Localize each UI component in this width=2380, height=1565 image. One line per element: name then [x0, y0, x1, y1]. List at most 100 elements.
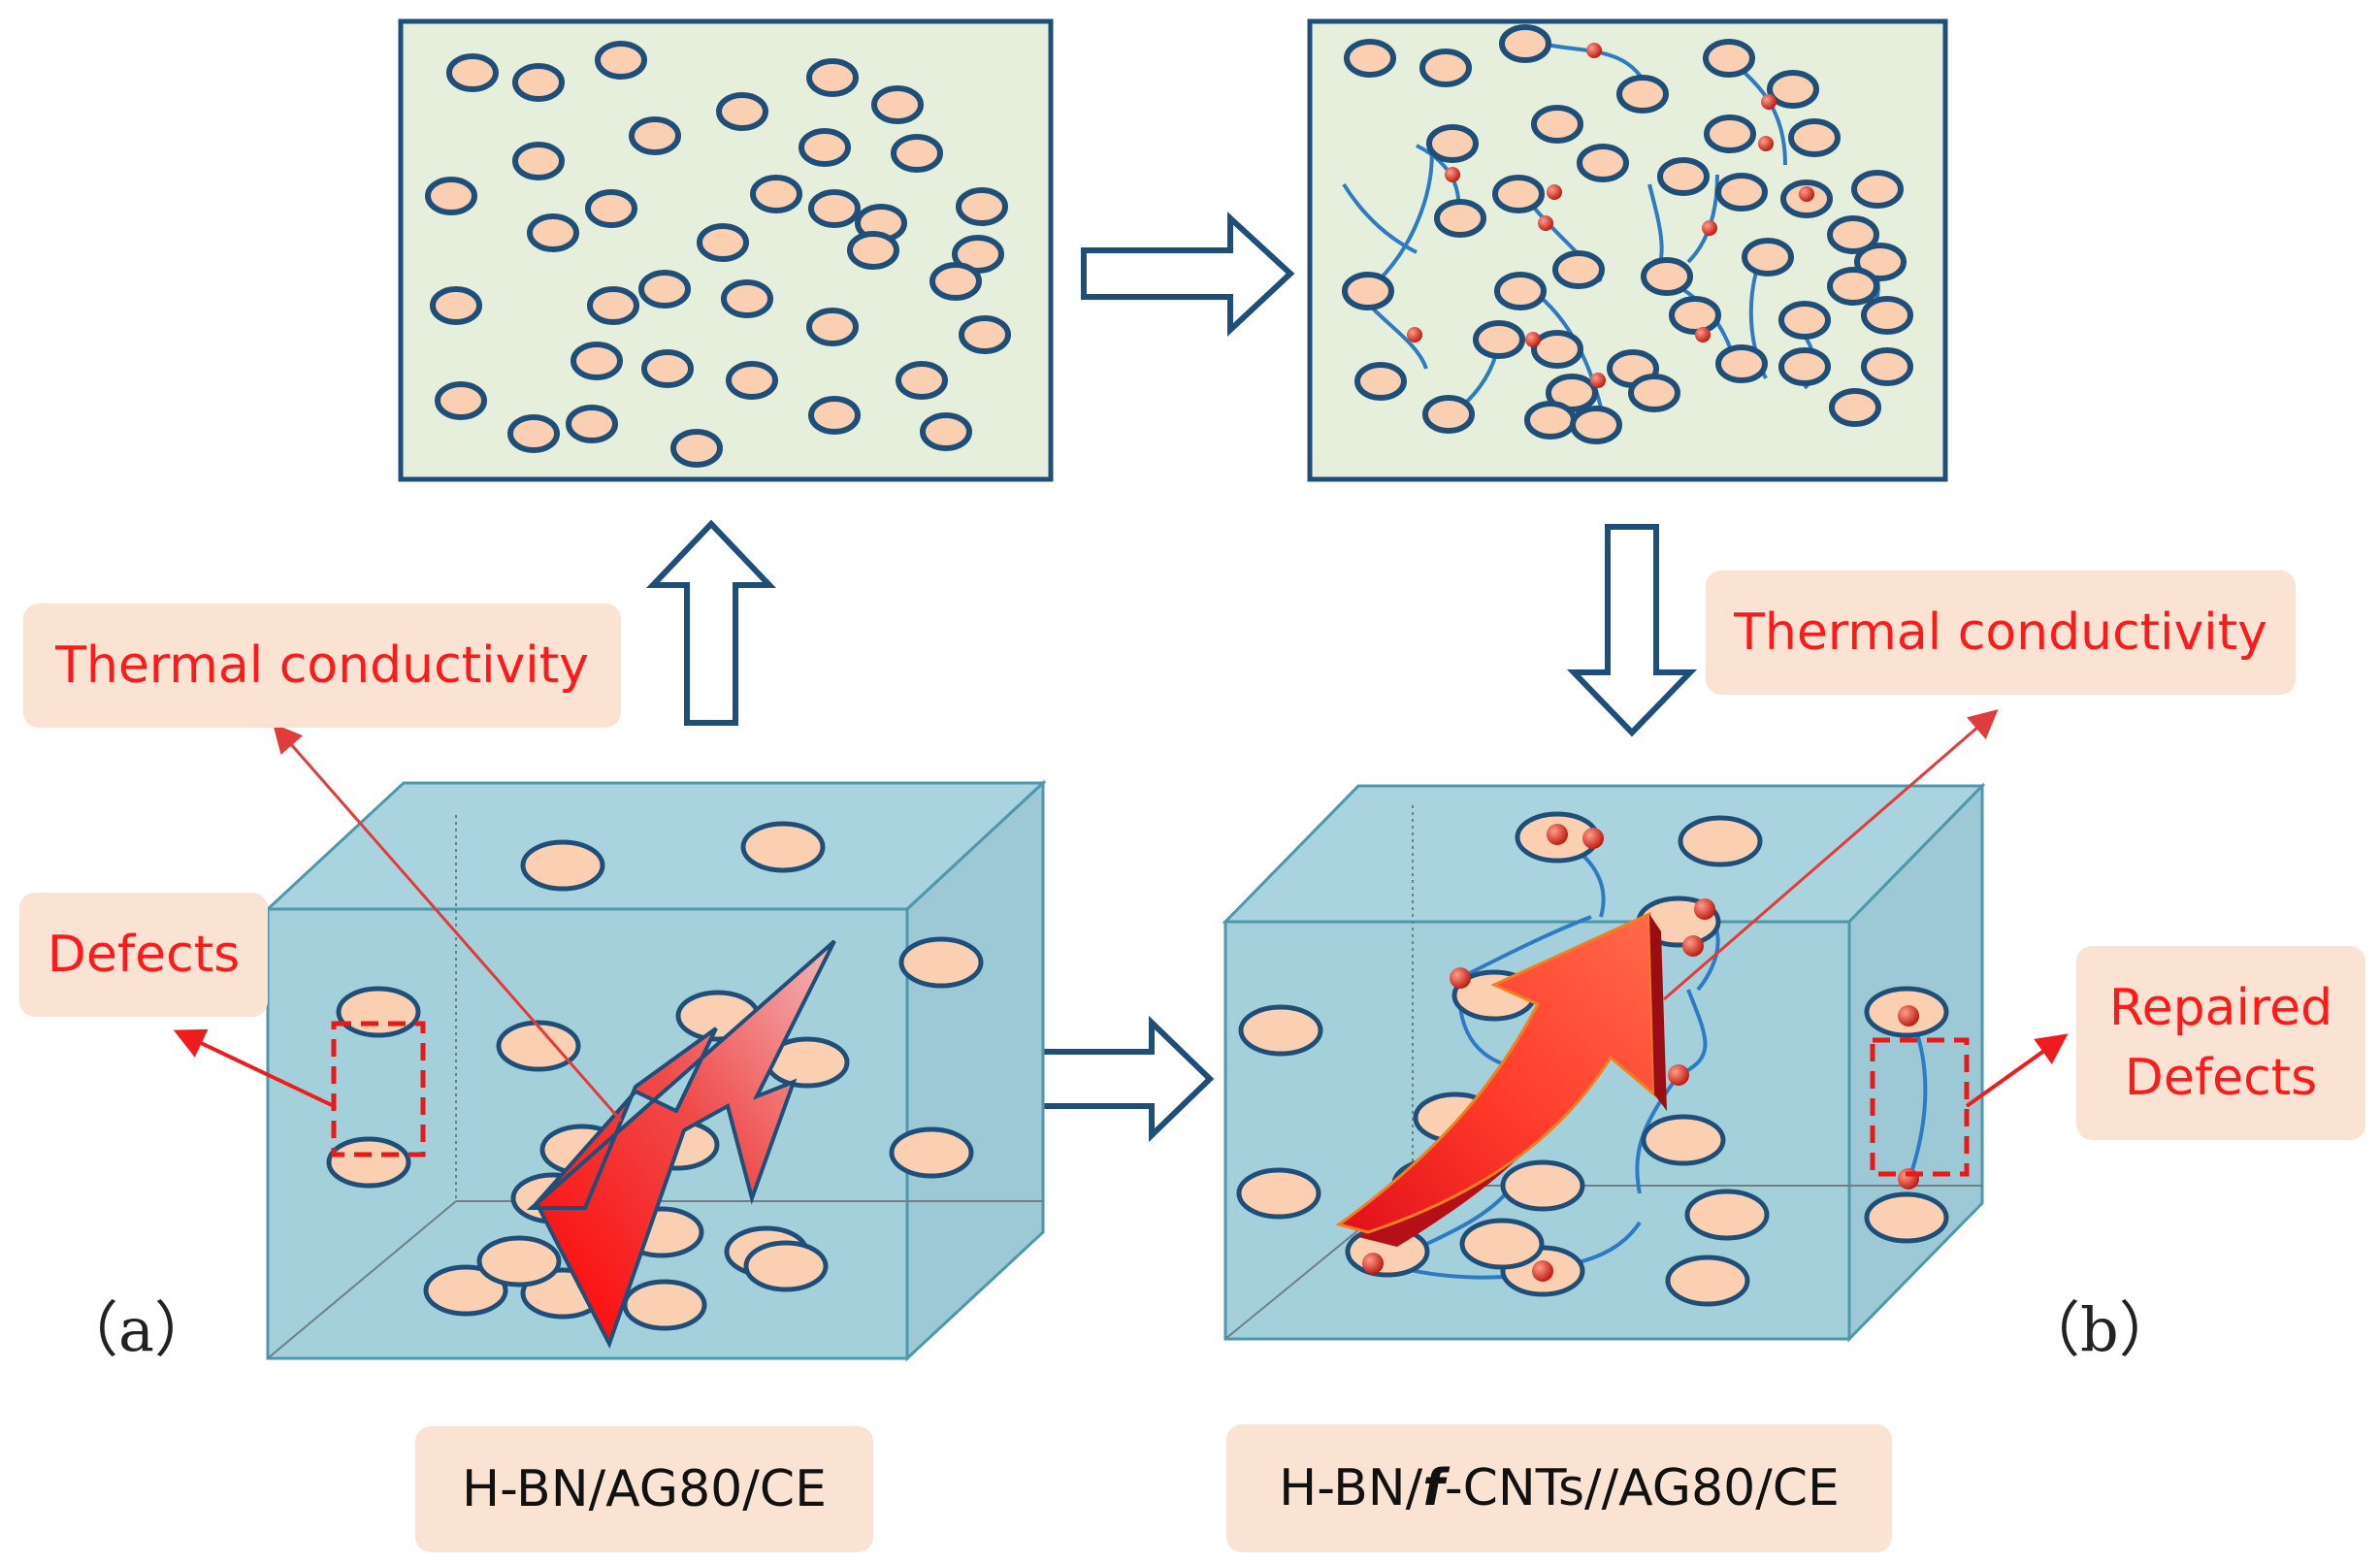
particle — [512, 142, 565, 180]
particle — [638, 270, 691, 309]
particle-group — [326, 821, 984, 1331]
particle — [1426, 124, 1479, 163]
cnt-node — [1538, 215, 1553, 231]
repaired-line2: Defects — [2124, 1049, 2318, 1107]
particle — [1704, 114, 1756, 153]
particle — [891, 134, 943, 173]
repaired-line1: Repaired — [2108, 979, 2333, 1037]
particle — [629, 116, 681, 155]
particle — [1494, 272, 1547, 310]
particle — [326, 1136, 411, 1189]
particle — [1827, 267, 1879, 306]
cnt-node — [1702, 220, 1717, 236]
particle — [1715, 344, 1768, 383]
cnt-fiber — [1376, 143, 1434, 283]
particle — [622, 1279, 707, 1331]
thermal-conductivity-label-right: Thermal conductivity — [1706, 571, 2296, 695]
pointer-defects — [173, 1028, 335, 1108]
particle — [952, 235, 1004, 274]
particle — [425, 177, 477, 215]
cnt-node-group — [1407, 43, 1814, 388]
cnt-fiber — [1678, 989, 1708, 1077]
cnt-node — [1525, 332, 1541, 347]
arrow-down — [1566, 524, 1698, 737]
particle — [1344, 39, 1396, 78]
particle — [1851, 170, 1904, 209]
top-left-panel — [398, 18, 1054, 482]
cnt-fiber — [1342, 182, 1418, 254]
panel-label-b: （b） — [2020, 1294, 2179, 1365]
particle — [430, 286, 482, 325]
particle — [1778, 347, 1831, 386]
particle — [1864, 1191, 1949, 1244]
particle — [1684, 1189, 1770, 1241]
particle — [920, 412, 972, 451]
particle — [750, 175, 802, 213]
cnt-node-group — [1362, 824, 1919, 1282]
particle — [1492, 175, 1545, 213]
particle — [571, 342, 623, 380]
thermal-right-text: Thermal conductivity — [1734, 603, 2267, 662]
particle — [1767, 70, 1819, 109]
particle — [336, 986, 421, 1038]
caption-right-suffix: -CNTs//AG80/CE — [1444, 1459, 1840, 1517]
right-cube — [1222, 782, 1986, 1343]
particle — [799, 128, 851, 167]
particle — [697, 223, 749, 262]
particle — [743, 1240, 829, 1292]
particle — [1422, 395, 1475, 434]
particle — [1434, 199, 1486, 238]
particle — [1552, 250, 1605, 289]
particle — [1342, 272, 1394, 310]
cnt-node — [1547, 824, 1568, 845]
particle — [1641, 1114, 1726, 1166]
caption-right-f: f — [1422, 1459, 1445, 1517]
caption-right-prefix: H-BN/ — [1279, 1459, 1423, 1517]
caption-right: H-BN/f-CNTs//AG80/CE — [1226, 1424, 1892, 1552]
particle — [1657, 157, 1710, 196]
cnt-node — [1799, 186, 1814, 202]
particle — [1778, 301, 1831, 340]
panel-label-a: （a） — [58, 1294, 214, 1365]
pointer-thermal-right — [1663, 709, 1999, 1001]
particle — [1531, 330, 1583, 369]
cnt-node — [1695, 327, 1711, 342]
particle — [1861, 347, 1913, 386]
cnt-fiber — [1459, 915, 1592, 980]
particle — [716, 92, 768, 131]
particle — [1616, 75, 1669, 114]
particle — [896, 361, 948, 400]
cnt-node — [1532, 1260, 1553, 1282]
particle — [1473, 320, 1525, 359]
particle — [1669, 296, 1721, 335]
particle — [1703, 39, 1755, 78]
defect-box-right — [1870, 1037, 1970, 1177]
particle — [871, 85, 924, 124]
caption-left: H-BN/AG80/CE — [415, 1426, 873, 1552]
cnt-node — [1682, 935, 1704, 957]
particle — [1678, 815, 1763, 867]
pointer-repaired — [1965, 1033, 2069, 1108]
particle — [520, 839, 605, 892]
pointer-thermal-left — [273, 723, 623, 1122]
particle — [446, 53, 499, 92]
particle — [507, 414, 560, 453]
particle — [585, 189, 637, 228]
arrow-up — [646, 519, 776, 726]
particle — [1354, 362, 1407, 401]
particle — [721, 279, 773, 318]
particle — [806, 308, 859, 346]
particle — [1577, 144, 1629, 182]
particle — [1238, 1004, 1323, 1057]
particle — [670, 429, 723, 468]
particle — [847, 231, 899, 270]
particle — [956, 187, 1008, 226]
particle — [1742, 238, 1794, 277]
cnt-node — [1898, 1005, 1919, 1027]
repaired-defects-label: Repaired Defects — [2076, 946, 2365, 1140]
cnt-node — [1445, 167, 1460, 182]
particle — [808, 396, 861, 435]
particle — [1827, 215, 1879, 254]
particle — [1829, 388, 1881, 427]
